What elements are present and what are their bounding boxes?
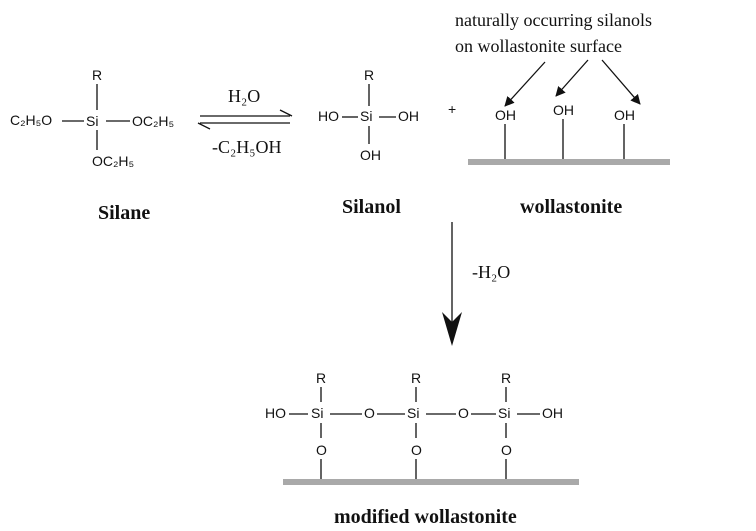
reverse-condition: -C₂H₅OH xyxy=(212,137,282,157)
silane-ethoxy-left: C₂H₅O xyxy=(10,112,52,128)
modified-wollastonite-structure: R HO Si O O R Si O O R Si OH O xyxy=(265,370,579,485)
modified-r-2: R xyxy=(411,370,421,386)
modified-si-1: Si xyxy=(311,405,323,421)
surface-oh-2: OH xyxy=(553,102,574,118)
silanol-oh-bottom: OH xyxy=(360,147,381,163)
silanol-si-atom: Si xyxy=(360,108,372,124)
silanol-molecule: R HO Si OH OH xyxy=(318,67,419,163)
plus-sign: + xyxy=(448,101,456,117)
equilibrium-arrows xyxy=(197,109,293,130)
modified-r-1: R xyxy=(316,370,326,386)
modified-r-3: R xyxy=(501,370,511,386)
silane-label: Silane xyxy=(98,202,150,224)
surface-oh-3: OH xyxy=(614,107,635,123)
silane-r-group: R xyxy=(92,67,102,83)
condensation-arrow-head xyxy=(442,312,462,346)
silanol-oh-right: OH xyxy=(398,108,419,124)
silanol-label: Silanol xyxy=(342,196,401,218)
silanol-ho-left: HO xyxy=(318,108,339,124)
modified-ho-left: HO xyxy=(265,405,286,421)
modified-si-3: Si xyxy=(498,405,510,421)
annotation-arrow-3 xyxy=(601,59,641,105)
modified-o-surface-3: O xyxy=(501,442,512,458)
annotation-arrow-2 xyxy=(555,59,589,97)
modified-o-bridge-2: O xyxy=(458,405,469,421)
condensation-condition: -H₂O xyxy=(472,262,510,282)
silane-si-atom: Si xyxy=(86,113,98,129)
wollastonite-surface xyxy=(468,159,670,165)
modified-oh-right: OH xyxy=(542,405,563,421)
silane-ethoxy-bottom: OC₂H₅ xyxy=(92,153,134,169)
annotation-line-1: naturally occurring silanols xyxy=(455,10,652,30)
forward-condition: H₂O xyxy=(228,86,260,106)
modified-si-2: Si xyxy=(407,405,419,421)
wollastonite-label: wollastonite xyxy=(520,196,622,218)
modified-o-surface-1: O xyxy=(316,442,327,458)
annotation-line-2: on wollastonite surface xyxy=(455,36,622,56)
wollastonite-surface-group: OH OH OH xyxy=(468,102,670,165)
annotation-arrow-1 xyxy=(504,61,546,107)
forward-arrow-head xyxy=(279,109,293,117)
silane-ethoxy-right: OC₂H₅ xyxy=(132,113,174,129)
modified-o-bridge-1: O xyxy=(364,405,375,421)
reverse-arrow-head xyxy=(197,122,211,130)
modified-o-surface-2: O xyxy=(411,442,422,458)
modified-wollastonite-surface xyxy=(283,479,579,485)
silanol-r-group: R xyxy=(364,67,374,83)
surface-oh-1: OH xyxy=(495,107,516,123)
modified-wollastonite-label: modified wollastonite xyxy=(334,506,517,528)
silane-molecule: R C₂H₅O Si OC₂H₅ OC₂H₅ xyxy=(10,67,174,169)
